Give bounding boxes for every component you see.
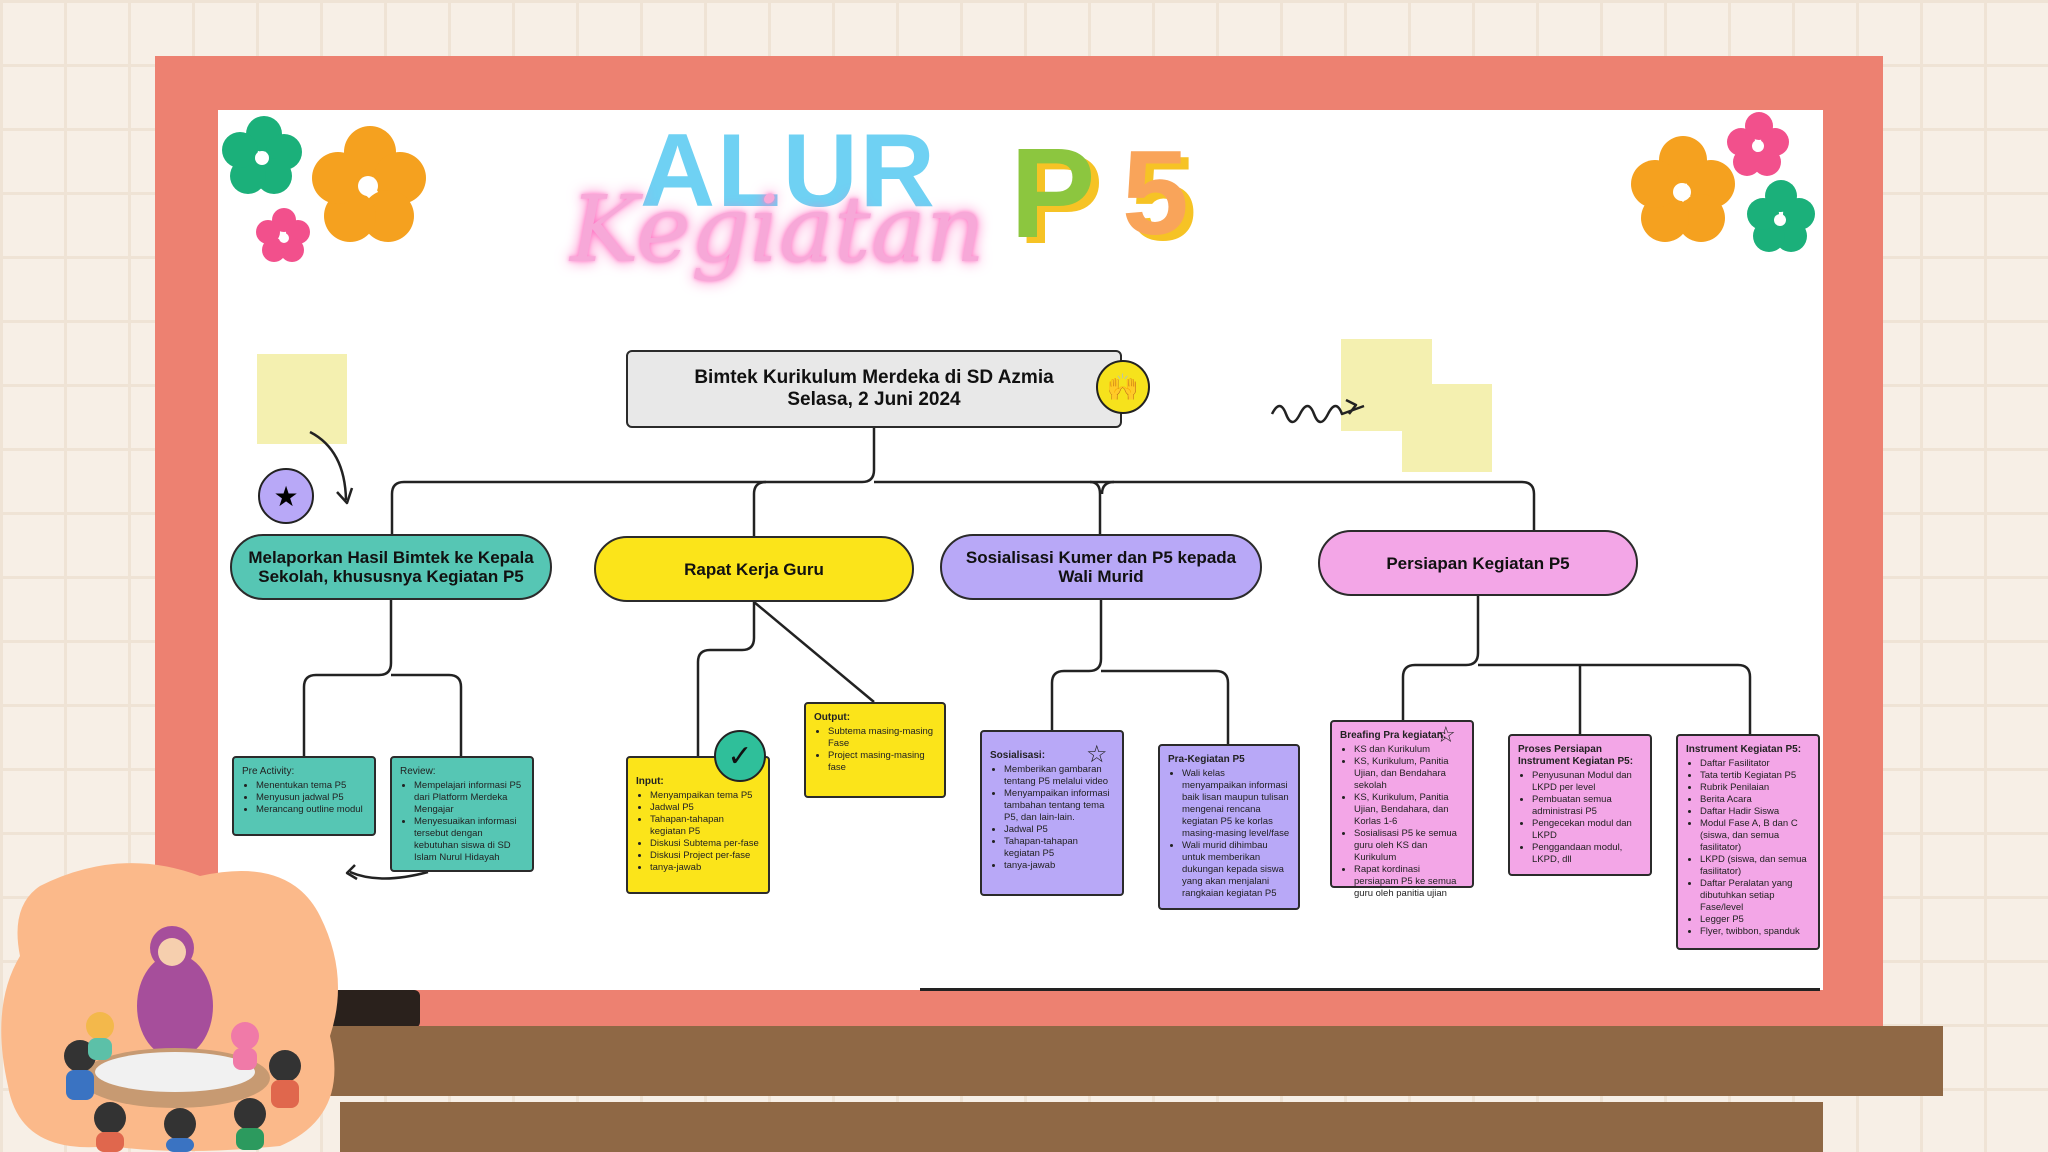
flower-icon bbox=[312, 126, 426, 242]
sticky-note bbox=[257, 354, 347, 444]
flower-decoration-right bbox=[1631, 112, 1815, 252]
card-breafing: Breafing Pra kegiatan: KS dan Kurikulum … bbox=[1330, 720, 1474, 899]
star-outline-icon: ☆ bbox=[1436, 722, 1456, 747]
card-proses-persiapan: Proses Persiapan Instrument Kegiatan P5:… bbox=[1508, 734, 1652, 876]
shelf-upper bbox=[330, 1026, 1943, 1096]
card-output: Output: Subtema masing-masing Fase Proje… bbox=[804, 702, 946, 798]
title-brand-5: 5 bbox=[1122, 126, 1189, 260]
branch-persiapan: Persiapan Kegiatan P5 bbox=[1318, 530, 1638, 596]
flower-icon bbox=[256, 208, 310, 262]
star-icon: ★ bbox=[258, 468, 314, 524]
teacher-students-illustration bbox=[1, 863, 338, 1152]
board-ledge-line bbox=[920, 988, 1820, 991]
root-node: Bimtek Kurikulum Merdeka di SD Azmia Sel… bbox=[626, 350, 1122, 428]
raised-hands-icon: 🙌 bbox=[1096, 360, 1150, 414]
card-pra-kegiatan: Pra-Kegiatan P5 Wali kelas menyampaikan … bbox=[1158, 744, 1300, 910]
card-input: Input: Menyampaikan tema P5 Jadwal P5 Ta… bbox=[626, 756, 770, 894]
flower-icon bbox=[1631, 136, 1735, 242]
branch-rapat: Rapat Kerja Guru bbox=[594, 536, 914, 602]
flower-icon bbox=[222, 116, 302, 194]
star-outline-icon: ☆ bbox=[1086, 741, 1108, 768]
card-review: Review: Mempelajari informasi P5 dari Pl… bbox=[390, 756, 534, 872]
flower-icon bbox=[1727, 112, 1789, 176]
root-title: Bimtek Kurikulum Merdeka di SD Azmia bbox=[694, 367, 1054, 388]
root-date: Selasa, 2 Juni 2024 bbox=[787, 389, 961, 410]
card-sosialisasi: Sosialisasi: Memberikan gambaran tentang… bbox=[980, 730, 1124, 896]
branch-sosialisasi: Sosialisasi Kumer dan P5 kepada Wali Mur… bbox=[940, 534, 1262, 600]
shelf-lower bbox=[340, 1102, 1823, 1152]
card-pre-activity: Pre Activity: Menentukan tema P5 Menyusu… bbox=[232, 756, 376, 836]
sticky-note bbox=[1402, 384, 1492, 472]
checkmark-icon: ✓ bbox=[714, 730, 766, 782]
flower-icon bbox=[1747, 180, 1815, 252]
title-brand-p: P bbox=[1010, 122, 1096, 265]
branch-laporan: Melaporkan Hasil Bimtek ke Kepala Sekola… bbox=[230, 534, 552, 600]
card-instrument: Instrument Kegiatan P5: Daftar Fasilitat… bbox=[1676, 734, 1820, 950]
title-alur: ALUR bbox=[640, 113, 937, 229]
title-kegiatan: Kegiatan bbox=[570, 176, 985, 283]
flower-decoration-left bbox=[222, 116, 426, 262]
